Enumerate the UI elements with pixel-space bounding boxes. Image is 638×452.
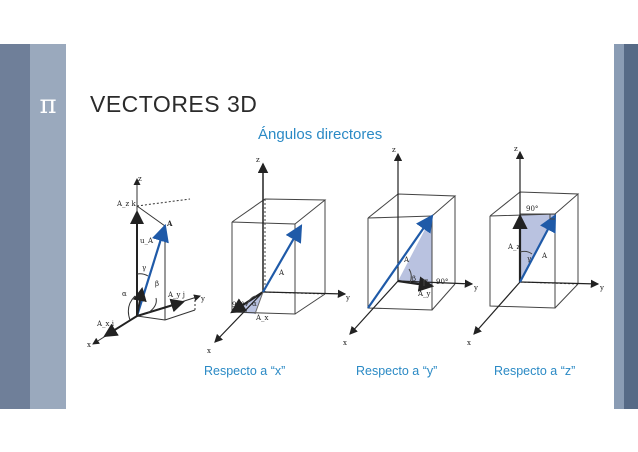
fig2-label-alpha: α xyxy=(252,300,257,308)
fig1-label-x: x xyxy=(87,341,91,349)
figure-2-angle-x xyxy=(214,162,347,343)
left-accent-bar-light xyxy=(30,44,66,409)
fig1-label-y: y xyxy=(200,295,205,303)
fig2-label-y: y xyxy=(345,294,350,302)
fig4-label-Az: A_z xyxy=(507,243,521,251)
fig3-label-A: A xyxy=(403,256,410,264)
fig3-label-x: x xyxy=(343,339,347,347)
caption-z: Respecto a “z” xyxy=(494,364,576,378)
caption-x: Respecto a “x” xyxy=(204,364,286,378)
fig3-label-z: z xyxy=(392,146,396,154)
fig1-label-A: A xyxy=(166,219,173,228)
fig2-vector-A xyxy=(262,224,303,293)
fig2-label-x: x xyxy=(207,347,211,355)
fig2-label-Ax: A_x xyxy=(255,314,269,322)
fig3-vector-A xyxy=(367,214,434,309)
slide-subtitle: Ángulos directores xyxy=(258,126,383,143)
figure-3-angle-y xyxy=(349,152,474,335)
fig4-label-x: x xyxy=(467,339,471,347)
slide: π VECTORES 3D Ángulos directores xyxy=(0,44,638,409)
fig1-label-Az: A_z k xyxy=(116,200,136,208)
fig1-label-uA: u_A xyxy=(140,237,154,245)
fig2-label-A: A xyxy=(278,269,285,277)
figure-1-direction-angles xyxy=(92,178,201,345)
fig1-label-alpha: α xyxy=(122,290,127,298)
figure-4-angle-z xyxy=(473,150,600,335)
fig3-label-y: y xyxy=(473,284,478,292)
fig1-label-gamma: γ xyxy=(142,264,146,272)
right-accent-bar xyxy=(624,44,638,409)
fig2-label-z: z xyxy=(256,156,260,164)
fig4-label-gamma: γ xyxy=(527,255,531,263)
fig4-label-A: A xyxy=(541,252,548,260)
fig4-label-angle: 90° xyxy=(526,205,538,213)
slide-title: VECTORES 3D xyxy=(90,91,258,117)
fig1-label-Ay: A_y j xyxy=(167,291,185,299)
left-accent-bar xyxy=(0,44,30,409)
caption-y: Respecto a “y” xyxy=(356,364,438,378)
right-accent-bar-light xyxy=(614,44,624,409)
fig2-label-angle: 90° xyxy=(232,301,244,309)
fig1-label-beta: β xyxy=(155,280,159,288)
fig3-label-angle: 90° xyxy=(436,278,448,286)
fig1-label-z: z xyxy=(138,175,142,183)
fig4-vector-A xyxy=(519,214,557,283)
fig4-label-z: z xyxy=(514,145,518,153)
pi-icon: π xyxy=(39,90,57,120)
fig4-label-y: y xyxy=(599,284,604,292)
fig3-label-Ay: A_y xyxy=(417,290,431,298)
figures-canvas: z y x A A_z k A_y j A_x i u_A α β γ xyxy=(87,145,604,355)
fig3-label-beta: β xyxy=(412,275,416,283)
fig1-label-Ax: A_x i xyxy=(96,320,115,328)
